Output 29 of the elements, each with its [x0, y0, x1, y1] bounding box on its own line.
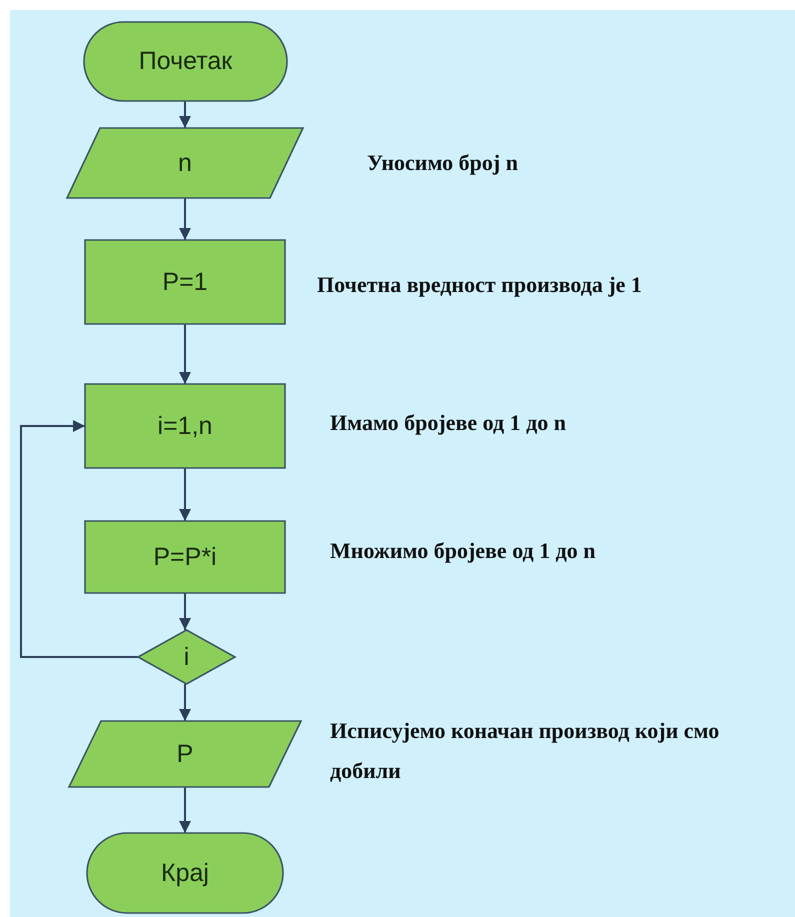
node-label: n — [178, 148, 192, 178]
annotation-text: Имамо бројеве од 1 до n — [330, 409, 567, 437]
process-box — [85, 384, 285, 468]
terminal-shape — [87, 833, 283, 913]
process-box — [85, 240, 285, 324]
node-label: Почетак — [138, 47, 232, 76]
annotation-text: Почетна вредност производа је 1 — [317, 271, 643, 299]
arrow — [179, 468, 191, 521]
node-label: Крај — [161, 858, 209, 888]
annotation-text: Исписујемо коначан производ који смо добили — [330, 717, 720, 785]
node-label: P=1 — [162, 268, 208, 296]
arrow — [179, 324, 191, 384]
arrow — [20, 420, 138, 658]
process-box — [85, 521, 285, 593]
node-label: P — [176, 740, 194, 768]
annotation-text: Уносимо број n — [367, 149, 519, 177]
node-label: P=P*i — [153, 542, 217, 572]
input-output-parallelogram — [69, 721, 301, 787]
arrow — [179, 198, 191, 240]
terminal-shape — [84, 22, 287, 101]
decision-diamond — [138, 630, 235, 684]
arrow — [179, 593, 191, 630]
node-label: i — [184, 642, 190, 672]
arrow — [179, 684, 191, 721]
node-label: i=1,n — [158, 412, 212, 440]
arrow — [179, 101, 191, 128]
arrow — [179, 787, 191, 833]
input-output-parallelogram — [67, 128, 303, 198]
annotation-text: Множимо бројеве од 1 до n — [330, 537, 597, 565]
